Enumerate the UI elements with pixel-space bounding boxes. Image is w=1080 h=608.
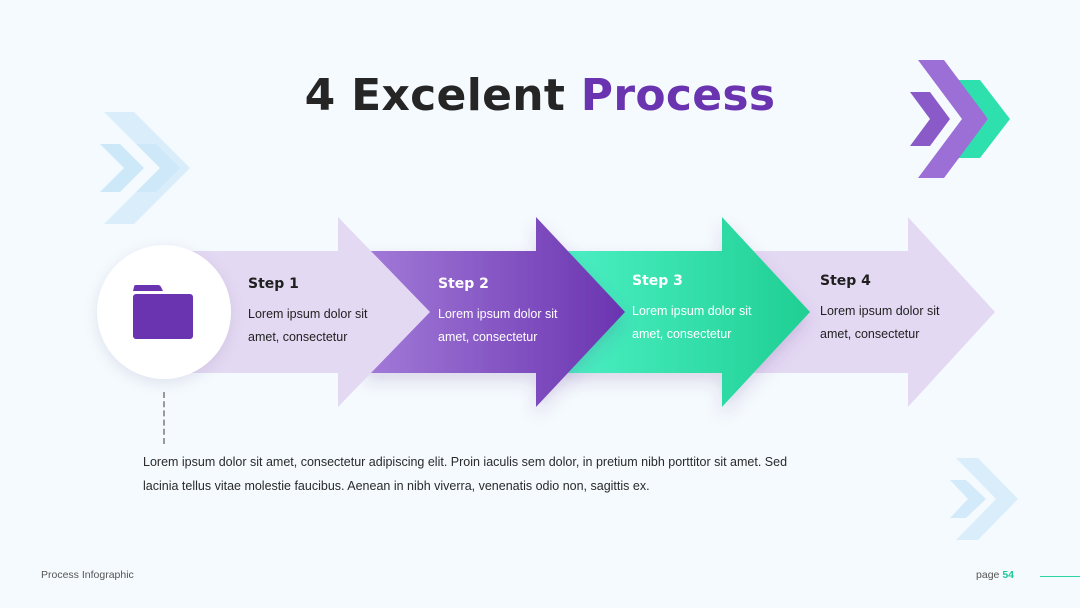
step-3-title: Step 3 xyxy=(632,273,683,289)
footer-label: Process Infographic xyxy=(41,569,134,581)
step-3-arrow xyxy=(560,217,810,407)
step-1-arrow xyxy=(170,217,430,407)
step-4-title: Step 4 xyxy=(820,273,871,289)
step-1: Step 1 Lorem ipsum dolor sit amet, conse… xyxy=(248,276,398,349)
step-2-arrow xyxy=(365,217,625,407)
step-2-title: Step 2 xyxy=(438,276,489,292)
folder-icon xyxy=(133,285,193,339)
step-2: Step 2 Lorem ipsum dolor sit amet, conse… xyxy=(438,276,588,349)
page-title: 4 Excelent Process xyxy=(0,70,1080,121)
step-4-arrow xyxy=(740,217,995,407)
icon-circle xyxy=(97,245,231,379)
chevrons-decoration-left xyxy=(100,112,190,224)
page-prefix: page xyxy=(976,569,1003,581)
step-1-title: Step 1 xyxy=(248,276,299,292)
chevrons-decoration-bottom-right xyxy=(950,458,1018,540)
footer-accent-line xyxy=(1040,576,1080,577)
step-4: Step 4 Lorem ipsum dolor sit amet, conse… xyxy=(820,273,970,346)
step-2-text: Lorem ipsum dolor sit amet, consectetur xyxy=(438,307,558,344)
step-3: Step 3 Lorem ipsum dolor sit amet, conse… xyxy=(632,273,782,346)
page-number: 54 xyxy=(1002,569,1014,581)
page-indicator: page 54 xyxy=(976,569,1014,581)
description-text: Lorem ipsum dolor sit amet, consectetur … xyxy=(143,455,788,493)
step-3-text: Lorem ipsum dolor sit amet, consectetur xyxy=(632,304,752,341)
step-1-text: Lorem ipsum dolor sit amet, consectetur xyxy=(248,307,368,344)
step-4-text: Lorem ipsum dolor sit amet, consectetur xyxy=(820,304,940,341)
dashed-connector xyxy=(163,392,165,444)
title-main-text: 4 Excelent xyxy=(304,70,581,121)
chevrons-decoration-top-right xyxy=(910,60,1010,178)
title-accent-text: Process xyxy=(580,70,776,121)
